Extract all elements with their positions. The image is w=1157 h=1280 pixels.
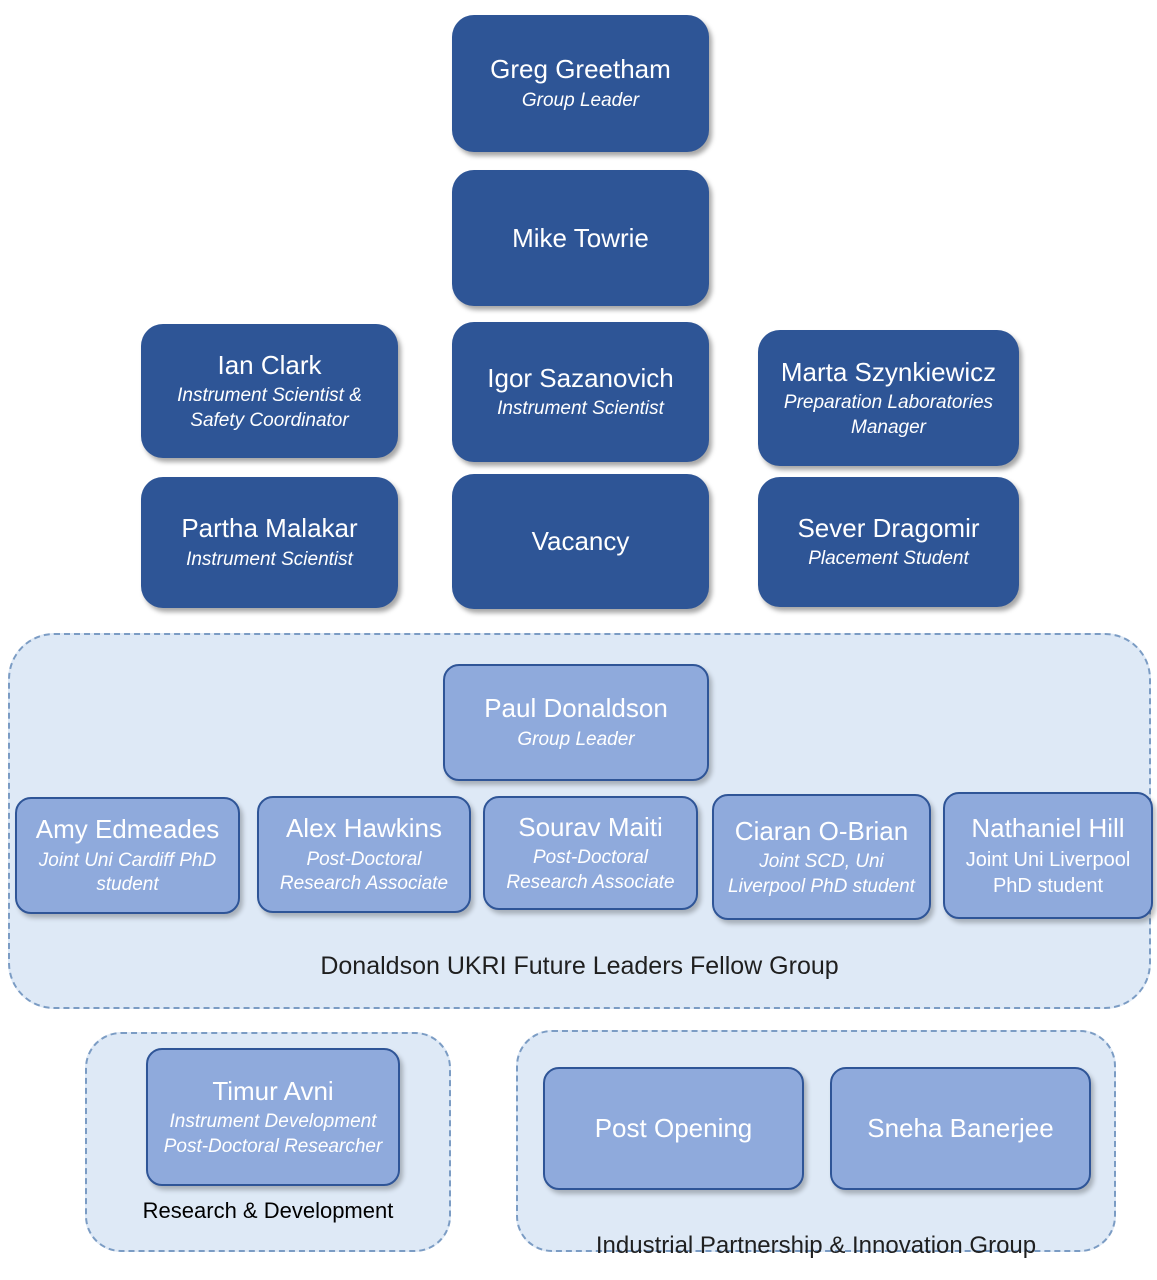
person-role: Joint SCD, Uni Liverpool PhD student (728, 851, 915, 897)
person-name: Nathaniel Hill (971, 812, 1125, 843)
industrial-group-caption: Industrial Partnership & Innovation Grou… (595, 1232, 1037, 1259)
person-box-igor-sazanovich: Igor Sazanovich Instrument Scientist (452, 322, 709, 462)
person-role: Post-Doctoral Research Associate (506, 847, 675, 893)
person-box-vacancy: Vacancy (452, 474, 709, 609)
person-name: Vacancy (531, 526, 630, 557)
person-role: Joint Uni Cardiff PhD student (38, 849, 217, 896)
person-role: Instrument Scientist (186, 548, 353, 570)
person-name: Sourav Maiti (518, 811, 663, 842)
person-name: Ciaran O-Brian (734, 815, 909, 846)
person-role: Instrument Scientist & Safety Coordinato… (177, 385, 362, 431)
person-name: Post Opening (594, 1113, 753, 1144)
person-box-post-opening: Post Opening (543, 1067, 804, 1190)
person-box-amy-edmeades: Amy Edmeades Joint Uni Cardiff PhD stude… (15, 797, 240, 914)
person-box-sneha-banerjee: Sneha Banerjee (830, 1067, 1091, 1190)
person-box-alex-hawkins: Alex Hawkins Post-Doctoral Research Asso… (257, 796, 471, 913)
person-role: Preparation Laboratories Manager (783, 392, 994, 438)
person-role: Placement Student (808, 548, 969, 570)
person-role: Post-Doctoral Research Associate (279, 848, 449, 895)
person-box-sourav-maiti: Sourav Maiti Post-Doctoral Research Asso… (483, 796, 698, 910)
person-box-mike-towrie: Mike Towrie (452, 170, 709, 306)
person-name: Mike Towrie (512, 222, 649, 253)
person-role: Joint Uni Liverpool PhD student (965, 849, 1131, 898)
person-name: Marta Szynkiewicz (780, 356, 997, 387)
person-role: Group Leader (521, 89, 640, 111)
rnd-group-caption: Research & Development (142, 1198, 394, 1223)
person-box-marta-szynkiewicz: Marta Szynkiewicz Preparation Laboratori… (758, 330, 1019, 466)
person-name: Amy Edmeades (35, 814, 220, 845)
person-box-paul-donaldson: Paul Donaldson Group Leader (443, 664, 709, 781)
person-name: Alex Hawkins (285, 813, 443, 844)
person-name: Sneha Banerjee (867, 1113, 1054, 1144)
person-box-timur-avni: Timur Avni Instrument Development Post-D… (146, 1048, 400, 1186)
person-box-sever-dragomir: Sever Dragomir Placement Student (758, 477, 1019, 607)
person-role: Group Leader (517, 728, 635, 750)
person-name: Sever Dragomir (797, 512, 980, 543)
person-name: Timur Avni (212, 1075, 334, 1106)
person-name: Ian Clark (217, 349, 322, 380)
person-box-greg-greetham: Greg Greetham Group Leader (452, 15, 709, 152)
person-name: Greg Greetham (490, 54, 671, 85)
person-box-ciaran-obrian: Ciaran O-Brian Joint SCD, Uni Liverpool … (712, 794, 931, 920)
donaldson-group-caption: Donaldson UKRI Future Leaders Fellow Gro… (320, 952, 839, 980)
person-role: Instrument Development Post-Doctoral Res… (163, 1111, 383, 1157)
person-name: Partha Malakar (181, 513, 358, 544)
person-name: Paul Donaldson (484, 693, 668, 724)
person-name: Igor Sazanovich (487, 362, 674, 393)
person-box-partha-malakar: Partha Malakar Instrument Scientist (141, 477, 398, 608)
person-box-ian-clark: Ian Clark Instrument Scientist & Safety … (141, 324, 398, 458)
person-role: Instrument Scientist (497, 398, 664, 420)
person-box-nathaniel-hill: Nathaniel Hill Joint Uni Liverpool PhD s… (943, 792, 1153, 919)
